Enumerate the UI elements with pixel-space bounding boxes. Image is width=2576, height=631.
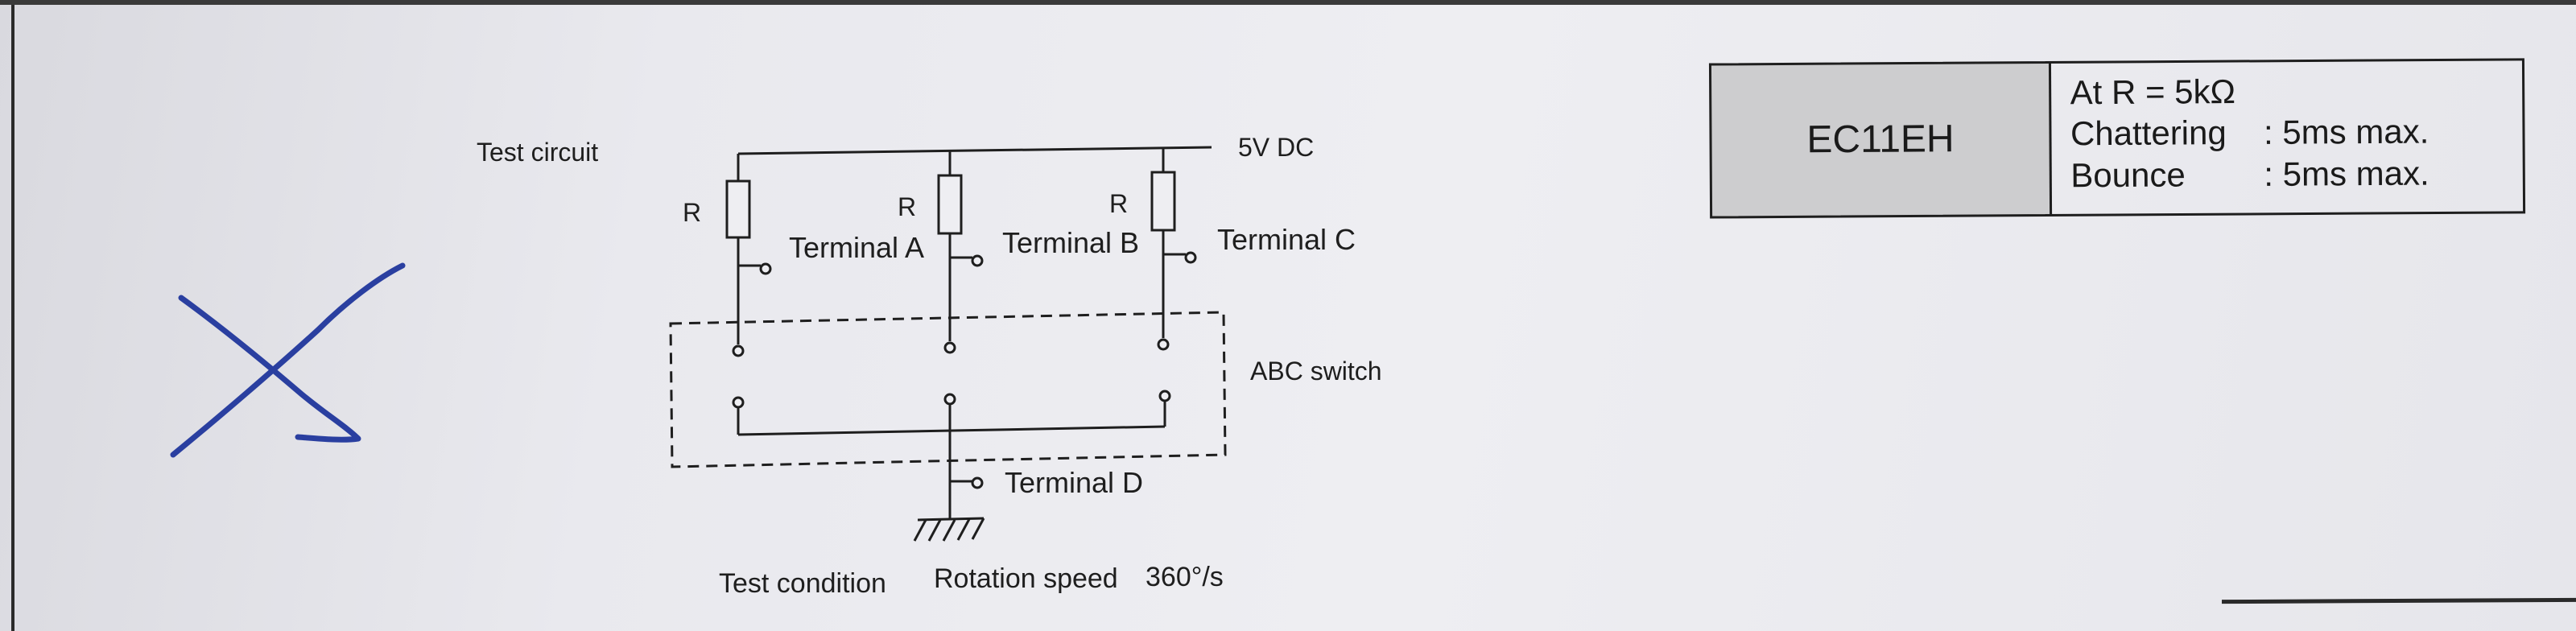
paper-top-edge bbox=[0, 0, 2576, 5]
switch-contact-c-top bbox=[1157, 338, 1170, 351]
bounce-value: : 5ms max. bbox=[2264, 155, 2429, 193]
terminal-c-label: Terminal C bbox=[1217, 223, 1356, 256]
branch-c bbox=[1150, 148, 1197, 351]
branch-b bbox=[937, 151, 984, 354]
resistor-1-label: R bbox=[683, 198, 701, 227]
pen-stroke-1 bbox=[178, 295, 361, 443]
bounce-label: Bounce bbox=[2070, 155, 2186, 194]
abc-switch-label: ABC switch bbox=[1250, 357, 1382, 386]
terminal-a-node bbox=[759, 262, 772, 275]
chattering-label: Chattering bbox=[2070, 113, 2227, 152]
spec-condition: At R = 5kΩ bbox=[2070, 72, 2236, 111]
chattering-value: : 5ms max. bbox=[2264, 113, 2429, 151]
terminal-c-node bbox=[1184, 251, 1197, 264]
resistor-3 bbox=[1150, 171, 1176, 232]
rotation-speed-value: 360°/s bbox=[1146, 562, 1224, 592]
abc-switch-enclosure bbox=[669, 311, 1227, 468]
model-number: EC11EH bbox=[1806, 118, 1955, 161]
supply-label: 5V DC bbox=[1238, 133, 1314, 162]
common-bus bbox=[737, 425, 1166, 436]
test-condition-label: Test condition bbox=[719, 568, 886, 599]
branch-a bbox=[725, 154, 772, 357]
rotation-speed-label: Rotation speed bbox=[934, 563, 1118, 594]
terminal-a-label: Terminal A bbox=[789, 231, 924, 264]
pen-x-mark bbox=[170, 262, 406, 458]
test-circuit-title: Test circuit bbox=[477, 138, 598, 167]
switch-contact-a-top bbox=[732, 344, 745, 357]
terminal-d-label: Terminal D bbox=[1005, 466, 1143, 499]
sheet-left-border bbox=[0, 5, 14, 631]
switch-contact-b-bottom bbox=[943, 393, 956, 406]
resistor-3-label: R bbox=[1109, 189, 1128, 218]
terminal-b-label: Terminal B bbox=[1002, 226, 1139, 259]
switch-contact-a-bottom bbox=[732, 396, 745, 409]
terminal-d-node bbox=[971, 476, 984, 489]
switch-contact-b-top bbox=[943, 341, 956, 354]
resistor-1 bbox=[725, 179, 751, 239]
switch-contact-c-bottom bbox=[1158, 390, 1171, 402]
resistor-2-label: R bbox=[898, 192, 916, 221]
resistor-2 bbox=[937, 174, 963, 235]
model-cell bbox=[1710, 62, 2051, 218]
terminal-b-node bbox=[971, 254, 984, 267]
spec-box-border bbox=[1708, 58, 2526, 219]
spec-box: EC11EH At R = 5kΩ Chattering : 5ms max. … bbox=[1708, 58, 2526, 219]
pen-stroke-2 bbox=[170, 262, 406, 458]
switch-common bbox=[732, 390, 1171, 520]
ground-symbol bbox=[913, 517, 985, 542]
supply-rail bbox=[737, 146, 1212, 155]
